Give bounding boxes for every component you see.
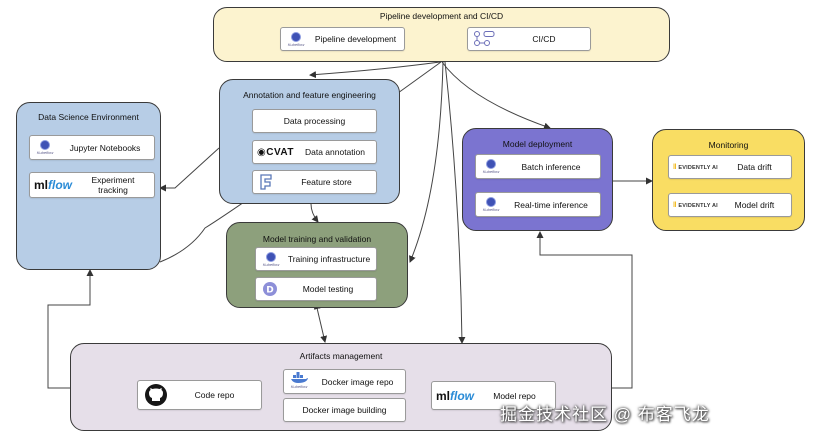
training-infrastructure-node[interactable]: Kubeflow Training infrastructure (255, 247, 377, 271)
edge-training-artifacts (313, 302, 328, 343)
kubeflow-icon: Kubeflow (480, 196, 502, 214)
github-actions-icon (474, 31, 495, 46)
group-title: Data Science Environment (38, 112, 139, 122)
edge-annotation-training (310, 203, 319, 223)
edge-pipeline-training (409, 61, 444, 263)
feature-store-node[interactable]: Feature store (252, 170, 377, 194)
edge-pipeline-deployment (441, 61, 551, 130)
group-title: Model deployment (502, 139, 573, 149)
data-annotation-node[interactable]: ◉CVAT Data annotation (252, 140, 377, 164)
kubeflow-icon: Kubeflow (480, 158, 502, 176)
group-title: Artifacts management (299, 351, 383, 361)
data-drift-node[interactable]: ‖ EVIDENTLY AI Data drift (668, 155, 792, 179)
batch-inference-node[interactable]: Kubeflow Batch inference (475, 154, 601, 179)
model-drift-node[interactable]: ‖ EVIDENTLY AI Model drift (668, 193, 792, 217)
svg-text:D: D (266, 286, 273, 296)
edge-annotation-dse (159, 147, 220, 192)
group-title: Pipeline development and CI/CD (379, 11, 504, 21)
kubeflow-icon: Kubeflow (34, 139, 56, 157)
kubeflow-icon: Kubeflow (285, 30, 307, 48)
edge-pipeline-artifacts (444, 61, 466, 344)
evidently-icon: ‖ EVIDENTLY AI (673, 163, 718, 171)
pipeline-development-node[interactable]: Kubeflow Pipeline development (280, 27, 405, 51)
docker-image-repo-node[interactable]: Kubeflow Docker image repo (283, 369, 406, 394)
edge-pipeline-annotation (309, 61, 441, 79)
mlflow-icon: mlflow (436, 388, 475, 403)
real-time-inference-node[interactable]: Kubeflow Real-time inference (475, 192, 601, 217)
feast-icon (260, 174, 272, 190)
docker-image-building-node[interactable]: Docker image building (283, 398, 406, 422)
edge-artifacts-deployment (536, 231, 633, 389)
group-title: Model training and validation (262, 234, 372, 244)
model-testing-node[interactable]: D Model testing (255, 277, 377, 301)
evidently-icon: ‖ EVIDENTLY AI (673, 201, 718, 209)
code-repo-node[interactable]: Code repo (137, 380, 262, 410)
ci-cd-node[interactable]: CI/CD (467, 27, 591, 51)
docker-icon: Kubeflow (288, 371, 310, 392)
jupyter-notebooks-node[interactable]: Kubeflow Jupyter Notebooks (29, 135, 155, 160)
data-processing-node[interactable]: Data processing (252, 109, 377, 133)
watermark: 掘金技术社区 @ 布客飞龙 (500, 405, 710, 424)
github-icon (145, 384, 167, 406)
deepchecks-icon: D (263, 282, 277, 296)
edge-artifacts-dse (47, 269, 94, 389)
cvat-icon: ◉CVAT (257, 146, 294, 158)
model-repo-node[interactable]: mlflow Model repo (431, 381, 556, 410)
mlflow-icon: mlflow (34, 178, 73, 192)
group-title: Monitoring (708, 140, 749, 150)
group-title: Annotation and feature engineering (243, 90, 376, 100)
kubeflow-icon: Kubeflow (260, 250, 282, 268)
experiment-tracking-node[interactable]: mlflow Experiment tracking (29, 172, 155, 198)
